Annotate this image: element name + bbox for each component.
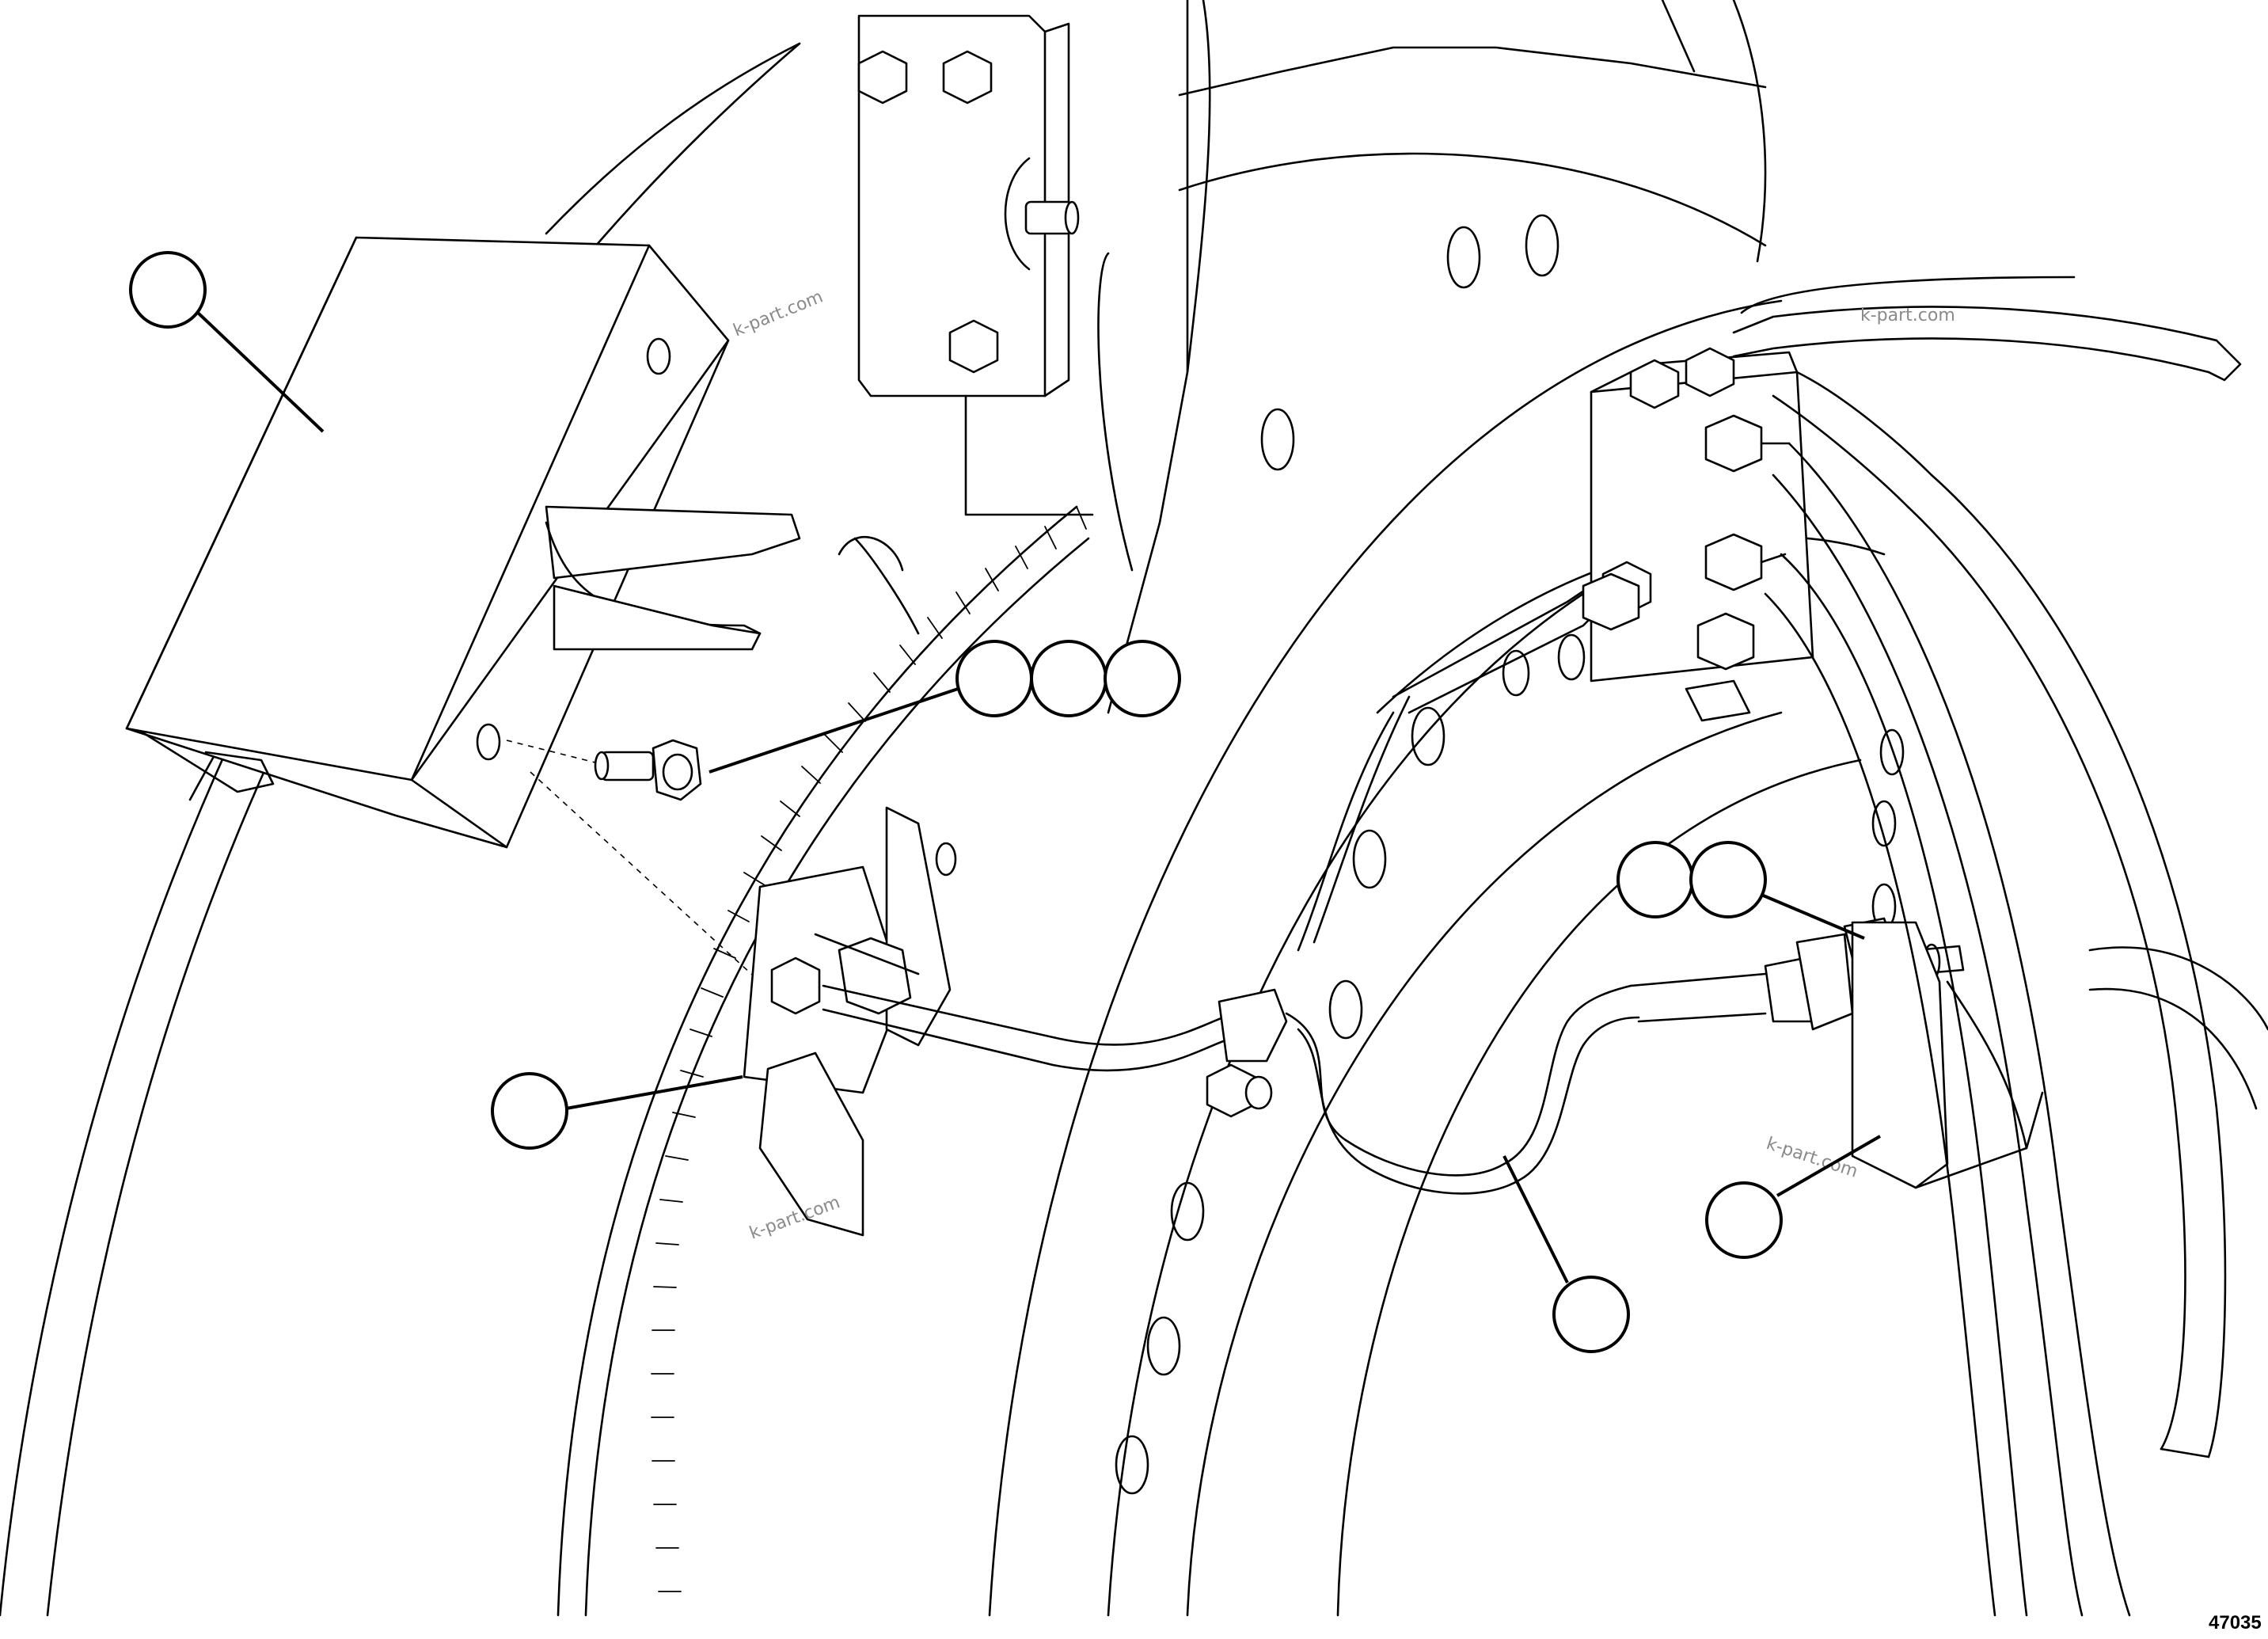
callout-6 bbox=[1552, 1276, 1630, 1353]
callout-4b bbox=[1689, 841, 1767, 918]
sensor-bracket-item-1 bbox=[125, 236, 920, 849]
callout-3 bbox=[491, 1072, 568, 1150]
callout-leaders bbox=[196, 311, 1881, 1283]
callout-5 bbox=[1705, 1181, 1783, 1259]
callout-4a bbox=[1616, 841, 1694, 918]
hex-bolt-upper-right bbox=[942, 50, 993, 105]
callout-2b bbox=[1030, 640, 1107, 717]
upper-mounting-bracket bbox=[857, 14, 1094, 516]
watermark-2: k-part.com bbox=[1860, 306, 1955, 325]
callout-1 bbox=[129, 251, 207, 329]
hex-bolt-lower bbox=[948, 319, 999, 374]
hydraulic-hoses bbox=[1297, 276, 2268, 1617]
hex-bolt-upper-left bbox=[857, 50, 908, 105]
speed-sensor-plate-item-3 bbox=[743, 806, 957, 1237]
callout-2c bbox=[1104, 640, 1181, 717]
hydraulic-valve-block bbox=[1590, 347, 1814, 722]
ring-gear bbox=[557, 505, 1090, 1617]
cable-bracket-item-6 bbox=[1851, 921, 2044, 1189]
watermark-1: k-part.com bbox=[731, 287, 826, 341]
callout-2a bbox=[955, 640, 1033, 717]
figure-number: 47035 bbox=[2209, 1612, 2262, 1633]
hex-bolt-item-2 bbox=[506, 739, 761, 983]
